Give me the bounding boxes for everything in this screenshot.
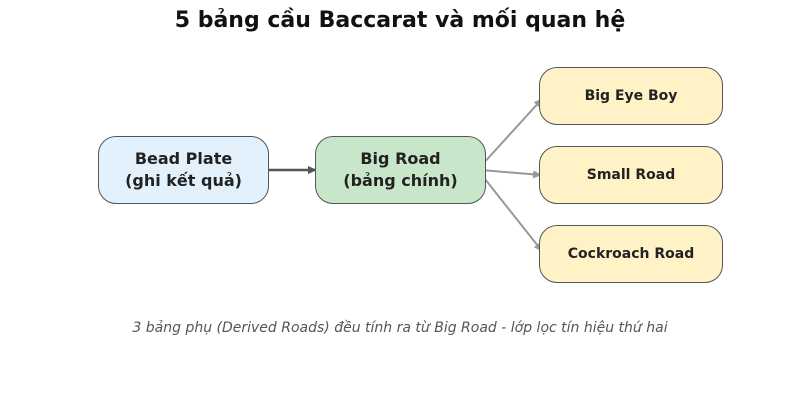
node-big-road-subtitle: (bảng chính) [343,171,458,190]
arrow-big-to-eye [480,98,543,167]
node-small-road-label: Small Road [586,167,676,183]
node-big-road-title: Big Road [360,149,441,168]
node-big-eye-boy: Big Eye Boy [539,67,723,125]
node-bead-plate-subtitle: (ghi kết quả) [125,171,242,190]
node-bead-plate: Bead Plate (ghi kết quả) [98,136,269,204]
diagram-caption: 3 bảng phụ (Derived Roads) đều tính ra t… [132,320,668,336]
node-cockroach-road-label: Cockroach Road [567,246,695,262]
node-cockroach-road: Cockroach Road [539,225,723,283]
node-big-road: Big Road (bảng chính) [315,136,486,204]
node-small-road: Small Road [539,146,723,204]
arrow-big-to-small [480,169,542,179]
arrow-big-to-cockroach [480,173,543,252]
node-big-eye-boy-label: Big Eye Boy [584,88,678,104]
diagram-title: 5 bảng cầu Baccarat và mối quan hệ [174,8,626,33]
node-bead-plate-title: Bead Plate [134,149,233,168]
